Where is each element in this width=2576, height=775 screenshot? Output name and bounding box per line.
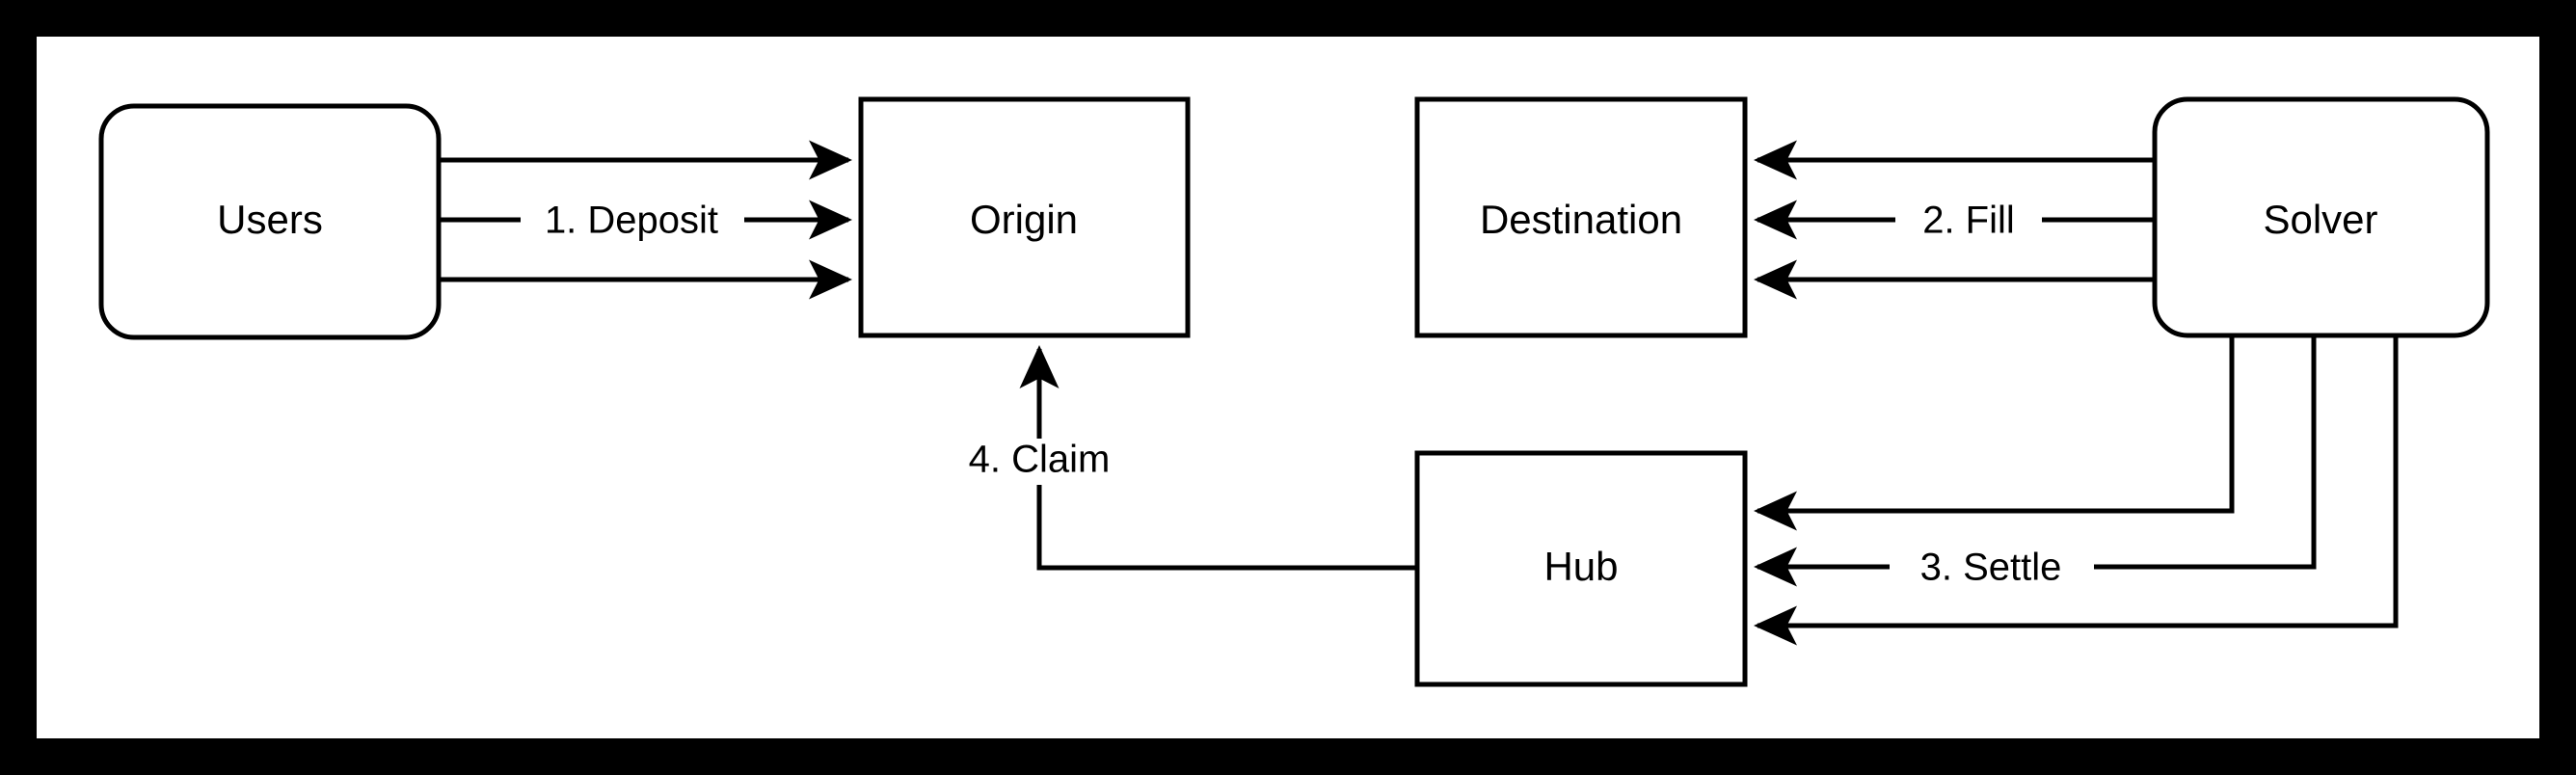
node-hub-label: Hub	[1543, 544, 1618, 589]
node-solver[interactable]: Solver	[2152, 96, 2490, 338]
edge-claim: 4. Claim	[940, 344, 1415, 571]
edge-claim-line	[1019, 344, 1415, 571]
edge-label-deposit: 1. Deposit	[545, 200, 718, 242]
node-solver-shape[interactable]	[2152, 96, 2490, 338]
node-destination-shape[interactable]	[1414, 96, 1748, 338]
edge-label-claim: 4. Claim	[969, 439, 1111, 481]
edge-label-settle: 3. Settle	[1920, 547, 2062, 589]
edge-deposit: 1. Deposit	[441, 140, 853, 300]
node-users-shape[interactable]	[98, 103, 442, 340]
node-users[interactable]: Users	[98, 103, 442, 340]
diagram-canvas	[37, 37, 2539, 738]
edge-settle-label-bg	[1890, 545, 2094, 591]
edge-fill: 2. Fill	[1753, 140, 2153, 300]
edge-settle: 3. Settle	[1753, 337, 2399, 646]
edge-fill-label-bg	[1895, 198, 2042, 244]
node-hub[interactable]: Hub	[1414, 450, 1748, 687]
edge-claim-label-bg	[940, 439, 1140, 485]
node-origin[interactable]: Origin	[858, 96, 1191, 338]
node-destination-label: Destination	[1480, 197, 1682, 242]
edge-label-fill: 2. Fill	[1922, 200, 2015, 242]
node-hub-shape[interactable]	[1414, 450, 1748, 687]
node-solver-label: Solver	[2263, 197, 2377, 242]
node-origin-label: Origin	[970, 197, 1078, 242]
edge-settle-line-3	[1753, 337, 2399, 646]
edge-settle-line-1	[1753, 337, 2235, 531]
node-destination[interactable]: Destination	[1414, 96, 1748, 338]
node-origin-shape[interactable]	[858, 96, 1191, 338]
edge-deposit-label-bg	[521, 198, 744, 244]
node-users-label: Users	[217, 197, 323, 242]
